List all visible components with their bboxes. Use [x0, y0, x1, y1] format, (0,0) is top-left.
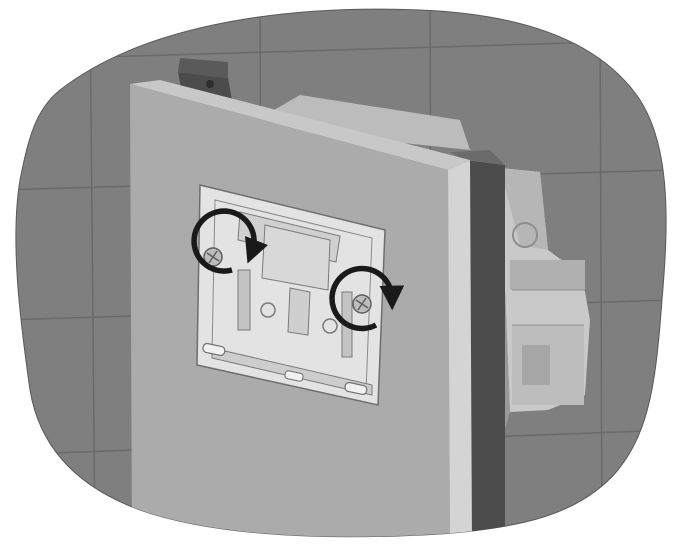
plate-hole — [260, 302, 276, 318]
wall-outline — [15, 8, 667, 538]
rotation-arrow-left-icon — [191, 208, 269, 274]
plate-hole — [322, 318, 338, 334]
mounting-plate — [196, 184, 386, 406]
screw-right-icon — [352, 294, 372, 314]
screw-left-icon — [203, 247, 223, 267]
rotation-arrow-right-icon — [329, 265, 405, 332]
plate-slot-right — [344, 381, 368, 396]
frame-post — [450, 150, 505, 537]
plate-slot-left — [202, 342, 226, 357]
